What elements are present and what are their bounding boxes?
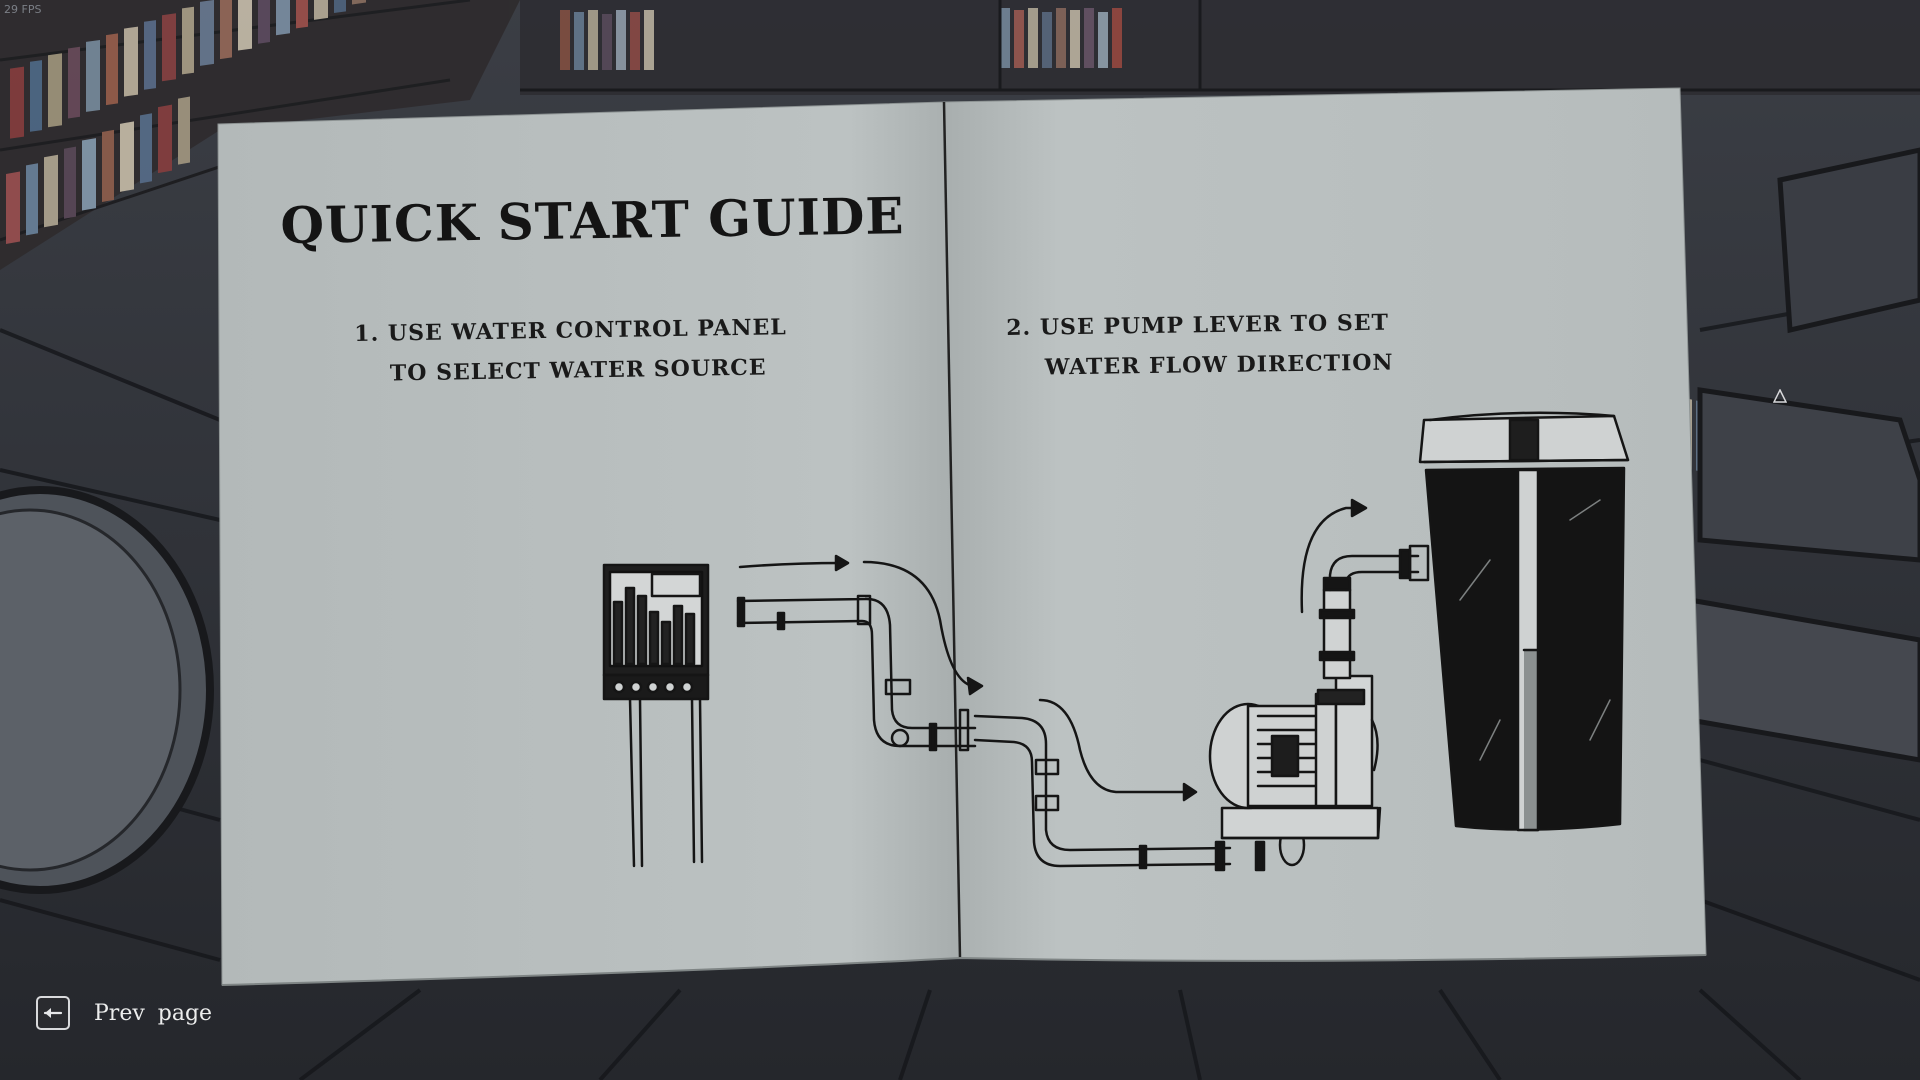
flow-arrow-1 <box>738 561 844 569</box>
flow-arrow-3 <box>1038 698 1190 794</box>
prev-page-label: Prev page <box>94 1000 213 1026</box>
book-spine <box>942 101 962 959</box>
pointer-cursor-icon <box>1773 389 1787 403</box>
inlet-pipe-drawing <box>736 594 977 752</box>
water-control-panel-drawing <box>602 563 710 868</box>
round-table <box>0 486 214 894</box>
outlet-pipe-drawing <box>1318 544 1430 680</box>
arrow-left-key-icon <box>36 996 70 1030</box>
flow-arrow-4 <box>1300 506 1360 614</box>
water-tank-drawing <box>1418 411 1630 832</box>
prev-page-button[interactable]: Prev page <box>36 996 212 1030</box>
chairs-right <box>1687 147 1920 763</box>
fps-counter: 29 FPS <box>4 3 42 16</box>
pump-drawing <box>1208 674 1382 840</box>
bookshelf-left <box>0 0 520 270</box>
flow-arrow-2 <box>862 560 974 688</box>
